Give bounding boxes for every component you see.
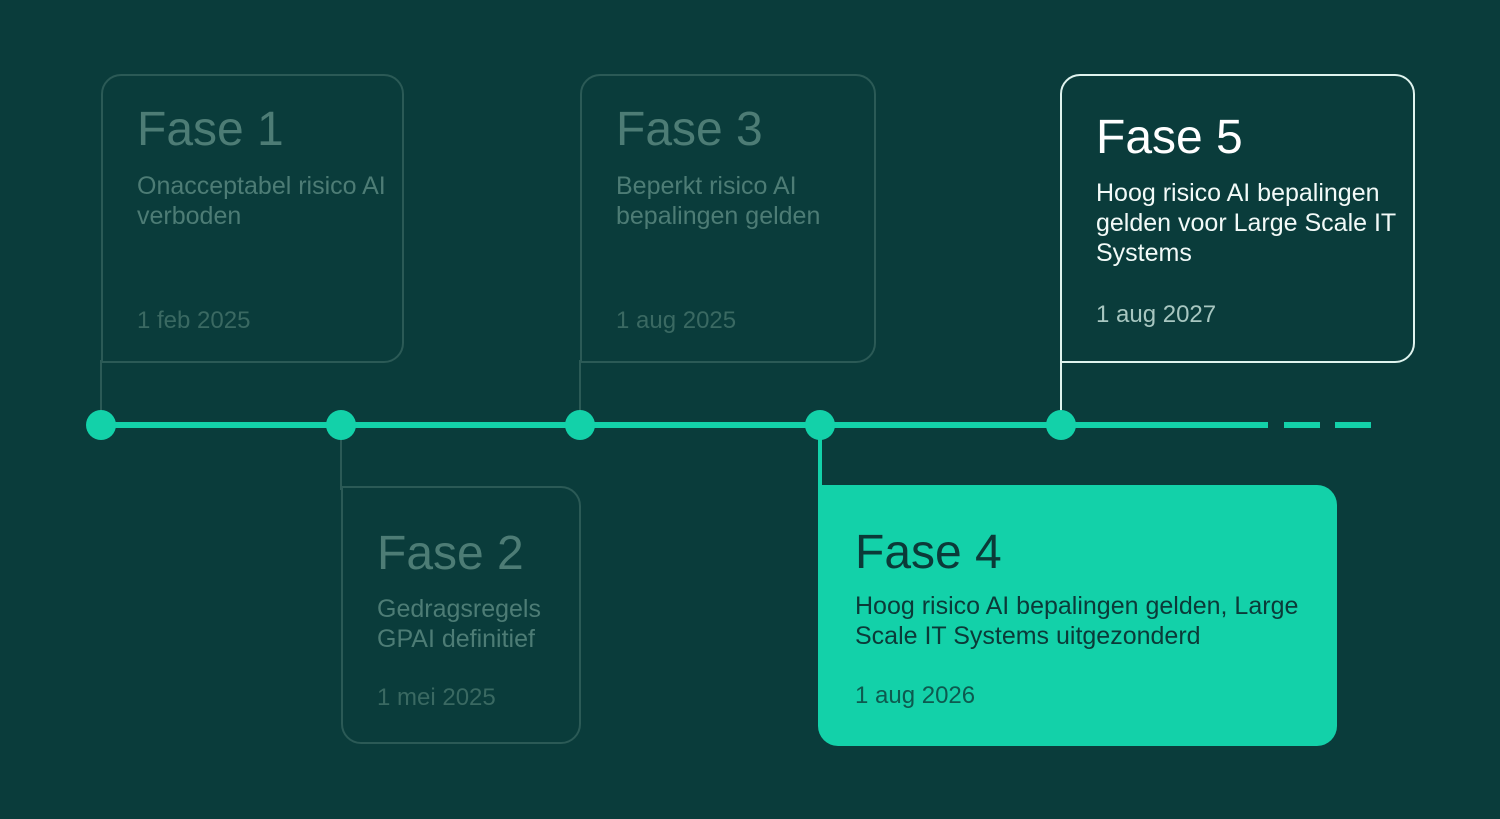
phase-description: Hoog risico AI bepalingen gelden, Large … [855,592,1299,650]
phase-date: 1 aug 2027 [1096,301,1217,328]
phase-card-fase-1: Fase 1 Onacceptabel risico AI verboden 1… [101,74,404,363]
timeline-dot-fase-5 [1046,410,1076,440]
phase-card-fase-2: Fase 2 Gedragsregels GPAI definitief 1 m… [341,486,581,744]
phase-title: Fase 1 [137,103,284,156]
phase-card-fase-4: Fase 4 Hoog risico AI bepalingen gelden,… [818,485,1337,746]
phase-title: Fase 3 [616,103,763,156]
phase-card-fase-3: Fase 3 Beperkt risico AI bepalingen geld… [580,74,876,363]
phase-description: Hoog risico AI bepalingen gelden voor La… [1096,179,1396,267]
phase-title: Fase 2 [377,527,524,580]
phase-card-fase-5: Fase 5 Hoog risico AI bepalingen gelden … [1060,74,1415,363]
phase-description: Onacceptabel risico AI verboden [137,172,386,230]
phase-date: 1 feb 2025 [137,307,251,334]
timeline-dot-fase-2 [326,410,356,440]
timeline-dot-fase-1 [86,410,116,440]
phase-title: Fase 5 [1096,111,1243,164]
phase-title: Fase 4 [855,526,1002,579]
phase-date: 1 mei 2025 [377,684,496,711]
phase-date: 1 aug 2026 [855,682,976,709]
phase-date: 1 aug 2025 [616,307,737,334]
phase-description: Beperkt risico AI bepalingen gelden [616,172,821,230]
phase-description: Gedragsregels GPAI definitief [377,595,541,653]
timeline-dot-fase-3 [565,410,595,440]
timeline-dot-fase-4 [805,410,835,440]
